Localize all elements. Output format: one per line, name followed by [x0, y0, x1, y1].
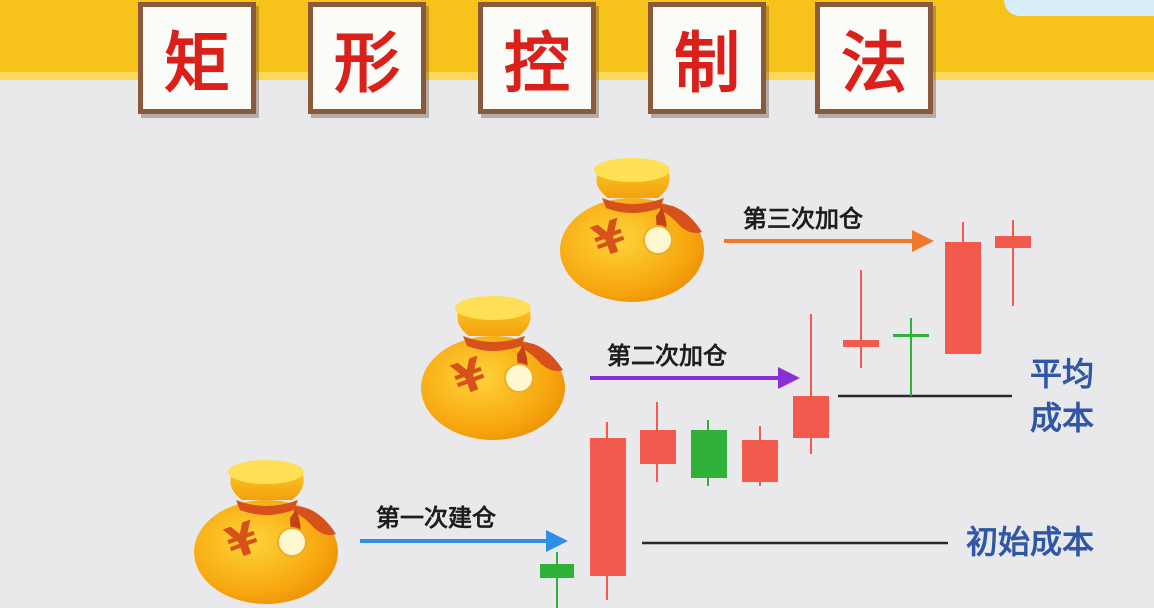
- candlestick: [945, 222, 981, 354]
- candlesticks: [540, 220, 1031, 608]
- average-cost-label: 平均 成本: [1030, 352, 1094, 440]
- arrow-second: [590, 367, 800, 389]
- step-label-second: 第二次加仓: [607, 342, 727, 370]
- title-char-3: 控: [478, 2, 596, 114]
- candlestick: [995, 220, 1031, 306]
- corner-decoration: [1004, 0, 1154, 16]
- candlestick: [691, 420, 727, 486]
- step-label-first: 第一次建仓: [376, 504, 496, 532]
- title-char-1: 矩: [138, 2, 256, 114]
- initial-cost-label: 初始成本: [966, 523, 1095, 561]
- title-char-4: 制: [648, 2, 766, 114]
- arrow-third: [724, 230, 934, 252]
- average-cost-line1: 平均: [1030, 355, 1095, 393]
- title-char-2: 形: [308, 2, 426, 114]
- money-bag-icon: ¥: [559, 157, 705, 303]
- candlestick: [843, 270, 879, 368]
- candlestick: [793, 314, 829, 454]
- money-bag-icon: ¥: [420, 295, 566, 441]
- money-bag-icon: ¥: [193, 459, 339, 605]
- candlestick: [742, 426, 778, 486]
- average-cost-line2: 成本: [1030, 399, 1095, 437]
- title-char-5: 法: [815, 2, 933, 114]
- step-label-third: 第三次加仓: [743, 205, 863, 233]
- candlestick: [640, 402, 676, 482]
- candlestick: [590, 422, 626, 600]
- candlestick: [540, 552, 574, 608]
- arrow-first: [360, 530, 568, 552]
- candlestick: [893, 318, 929, 396]
